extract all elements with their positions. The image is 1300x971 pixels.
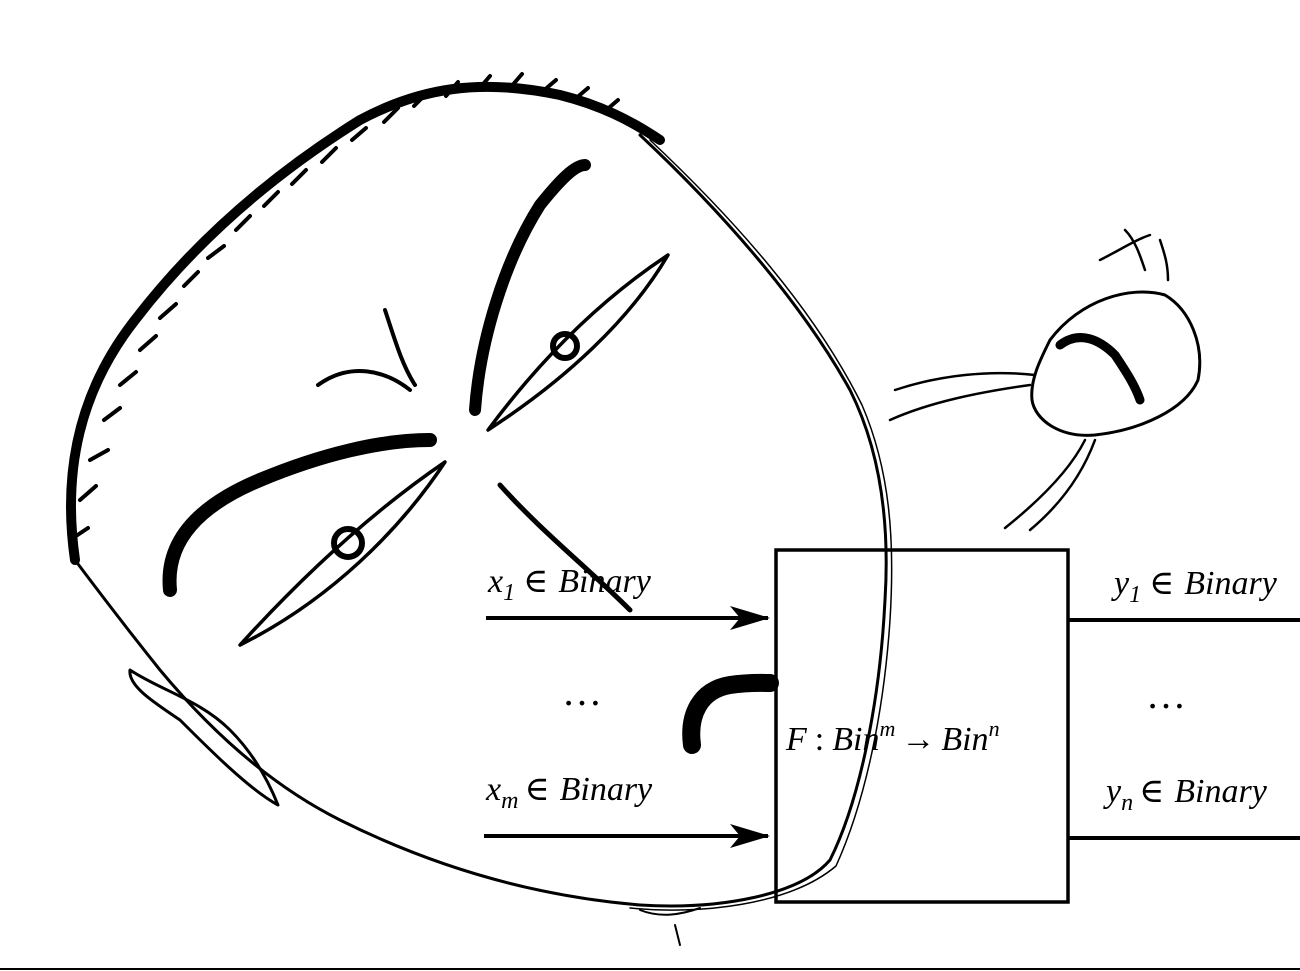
output-label-last: yn∈Binary: [1103, 773, 1268, 816]
output-ellipsis: …: [1146, 672, 1190, 717]
function-label: F:Binm→Binn: [785, 716, 1000, 758]
face-brow-lower: [162, 433, 437, 597]
face-outline: [73, 133, 888, 908]
input-label-last: xm∈Binary: [485, 771, 653, 814]
face-brow-upper: [469, 159, 591, 416]
face-eye-lower: [238, 460, 447, 647]
face-pupil-lower: [331, 526, 365, 560]
face-hair: [66, 81, 665, 565]
face-eye-upper: [486, 253, 670, 432]
face-pupil-upper: [550, 331, 580, 361]
function-box: [774, 548, 1070, 904]
face-ear: [128, 668, 280, 807]
small-sketched-figure: [888, 228, 1202, 532]
input-label-first: x1∈Binary: [487, 563, 652, 606]
large-sketched-face: [66, 72, 893, 946]
face-mouth-mark: [682, 673, 779, 754]
input-ellipsis: …: [562, 669, 606, 714]
output-label-first: y1∈Binary: [1111, 565, 1278, 608]
